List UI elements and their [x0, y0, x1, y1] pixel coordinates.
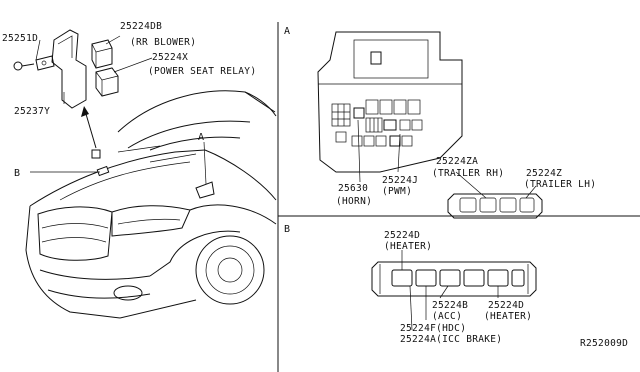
part-25224Z-label: 25224Z	[526, 168, 562, 179]
trailer-rh-label: (TRAILER RH)	[432, 168, 504, 179]
part-25224X-label: 25224X	[152, 52, 188, 63]
part-25224ZA-label: 25224ZA	[436, 156, 478, 167]
part-25224D-bot-label: 25224D	[488, 300, 524, 311]
horn-label: (HORN)	[336, 196, 372, 207]
trailer-lh-label: (TRAILER LH)	[524, 179, 596, 190]
part-25224J-label: 25224J	[382, 175, 418, 186]
rr-blower-label: (RR BLOWER)	[130, 37, 196, 48]
section-a-title: A	[284, 26, 290, 37]
part-25224F-label: 25224F(HDC)	[400, 323, 466, 334]
section-b-title: B	[284, 224, 290, 235]
part-25237Y-label: 25237Y	[14, 106, 50, 117]
acc-label: (ACC)	[432, 311, 462, 322]
location-arrow	[81, 106, 97, 149]
pwm-label: (PWM)	[382, 186, 412, 197]
heater-bot-label: (HEATER)	[484, 311, 532, 322]
diagram-reference-code: R252009D	[580, 338, 628, 349]
vehicle-illustration	[25, 90, 277, 319]
callout-b-label: B	[14, 168, 20, 179]
part-25224B-label: 25224B	[432, 300, 468, 311]
part-25224DB-label: 25224DB	[120, 21, 162, 32]
relay-block-b	[371, 261, 537, 297]
callout-a-label: A	[198, 132, 204, 143]
part-25224A-label: 25224A(ICC BRAKE)	[400, 334, 502, 345]
part-25630-label: 25630	[338, 183, 368, 194]
part-25251D-label: 25251D	[2, 33, 38, 44]
part-25224D-top-label: 25224D	[384, 230, 420, 241]
heater-top-label: (HEATER)	[384, 241, 432, 252]
power-seat-relay-label: (POWER SEAT RELAY)	[148, 66, 256, 77]
trailer-connector	[447, 193, 543, 219]
relay-bracket-assembly	[13, 29, 119, 109]
relay-box-a	[317, 31, 463, 173]
